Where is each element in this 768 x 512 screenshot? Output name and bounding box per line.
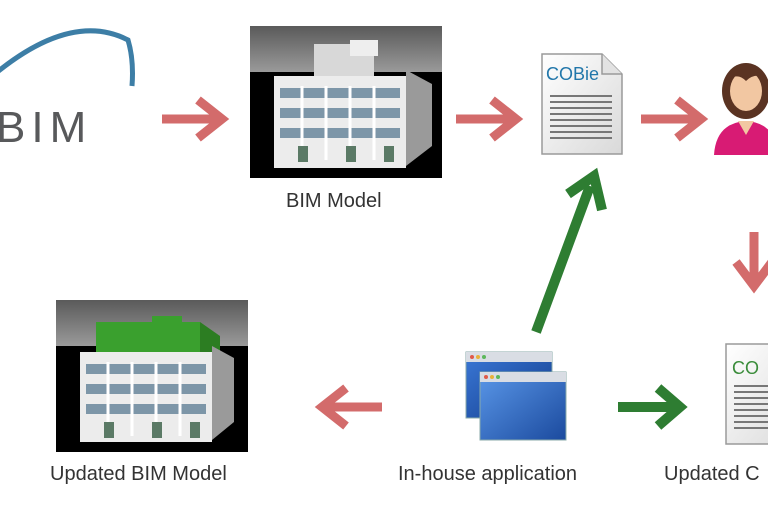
inhouse-application-caption: In-house application (398, 463, 578, 485)
updated-bim-model-image (56, 300, 248, 452)
updated-bim-model-caption: Updated BIM Model (50, 463, 227, 485)
bim-model-caption: BIM Model (286, 190, 382, 212)
arrow-model-to-cobie (456, 96, 524, 142)
updated-cobie-document-icon (725, 343, 768, 445)
arrow-app-to-updated-cobie (618, 384, 688, 430)
cobie-document-icon (541, 53, 623, 155)
logo-text: BIM (0, 103, 93, 152)
arrow-user-to-updated-cobie (732, 232, 768, 294)
bim-model-image (250, 26, 442, 178)
arrow-cobie-to-user (641, 96, 709, 142)
arrow-app-to-updated-model (314, 384, 382, 430)
user-avatar-icon (714, 63, 768, 155)
application-windows-icon (465, 351, 567, 441)
updated-cobie-label: CO (732, 358, 759, 378)
arrow-app-to-cobie (531, 167, 607, 334)
cobie-label: COBie (546, 64, 600, 84)
updated-cobie-caption: Updated C (664, 463, 760, 485)
arrow-logo-to-model (162, 96, 230, 142)
